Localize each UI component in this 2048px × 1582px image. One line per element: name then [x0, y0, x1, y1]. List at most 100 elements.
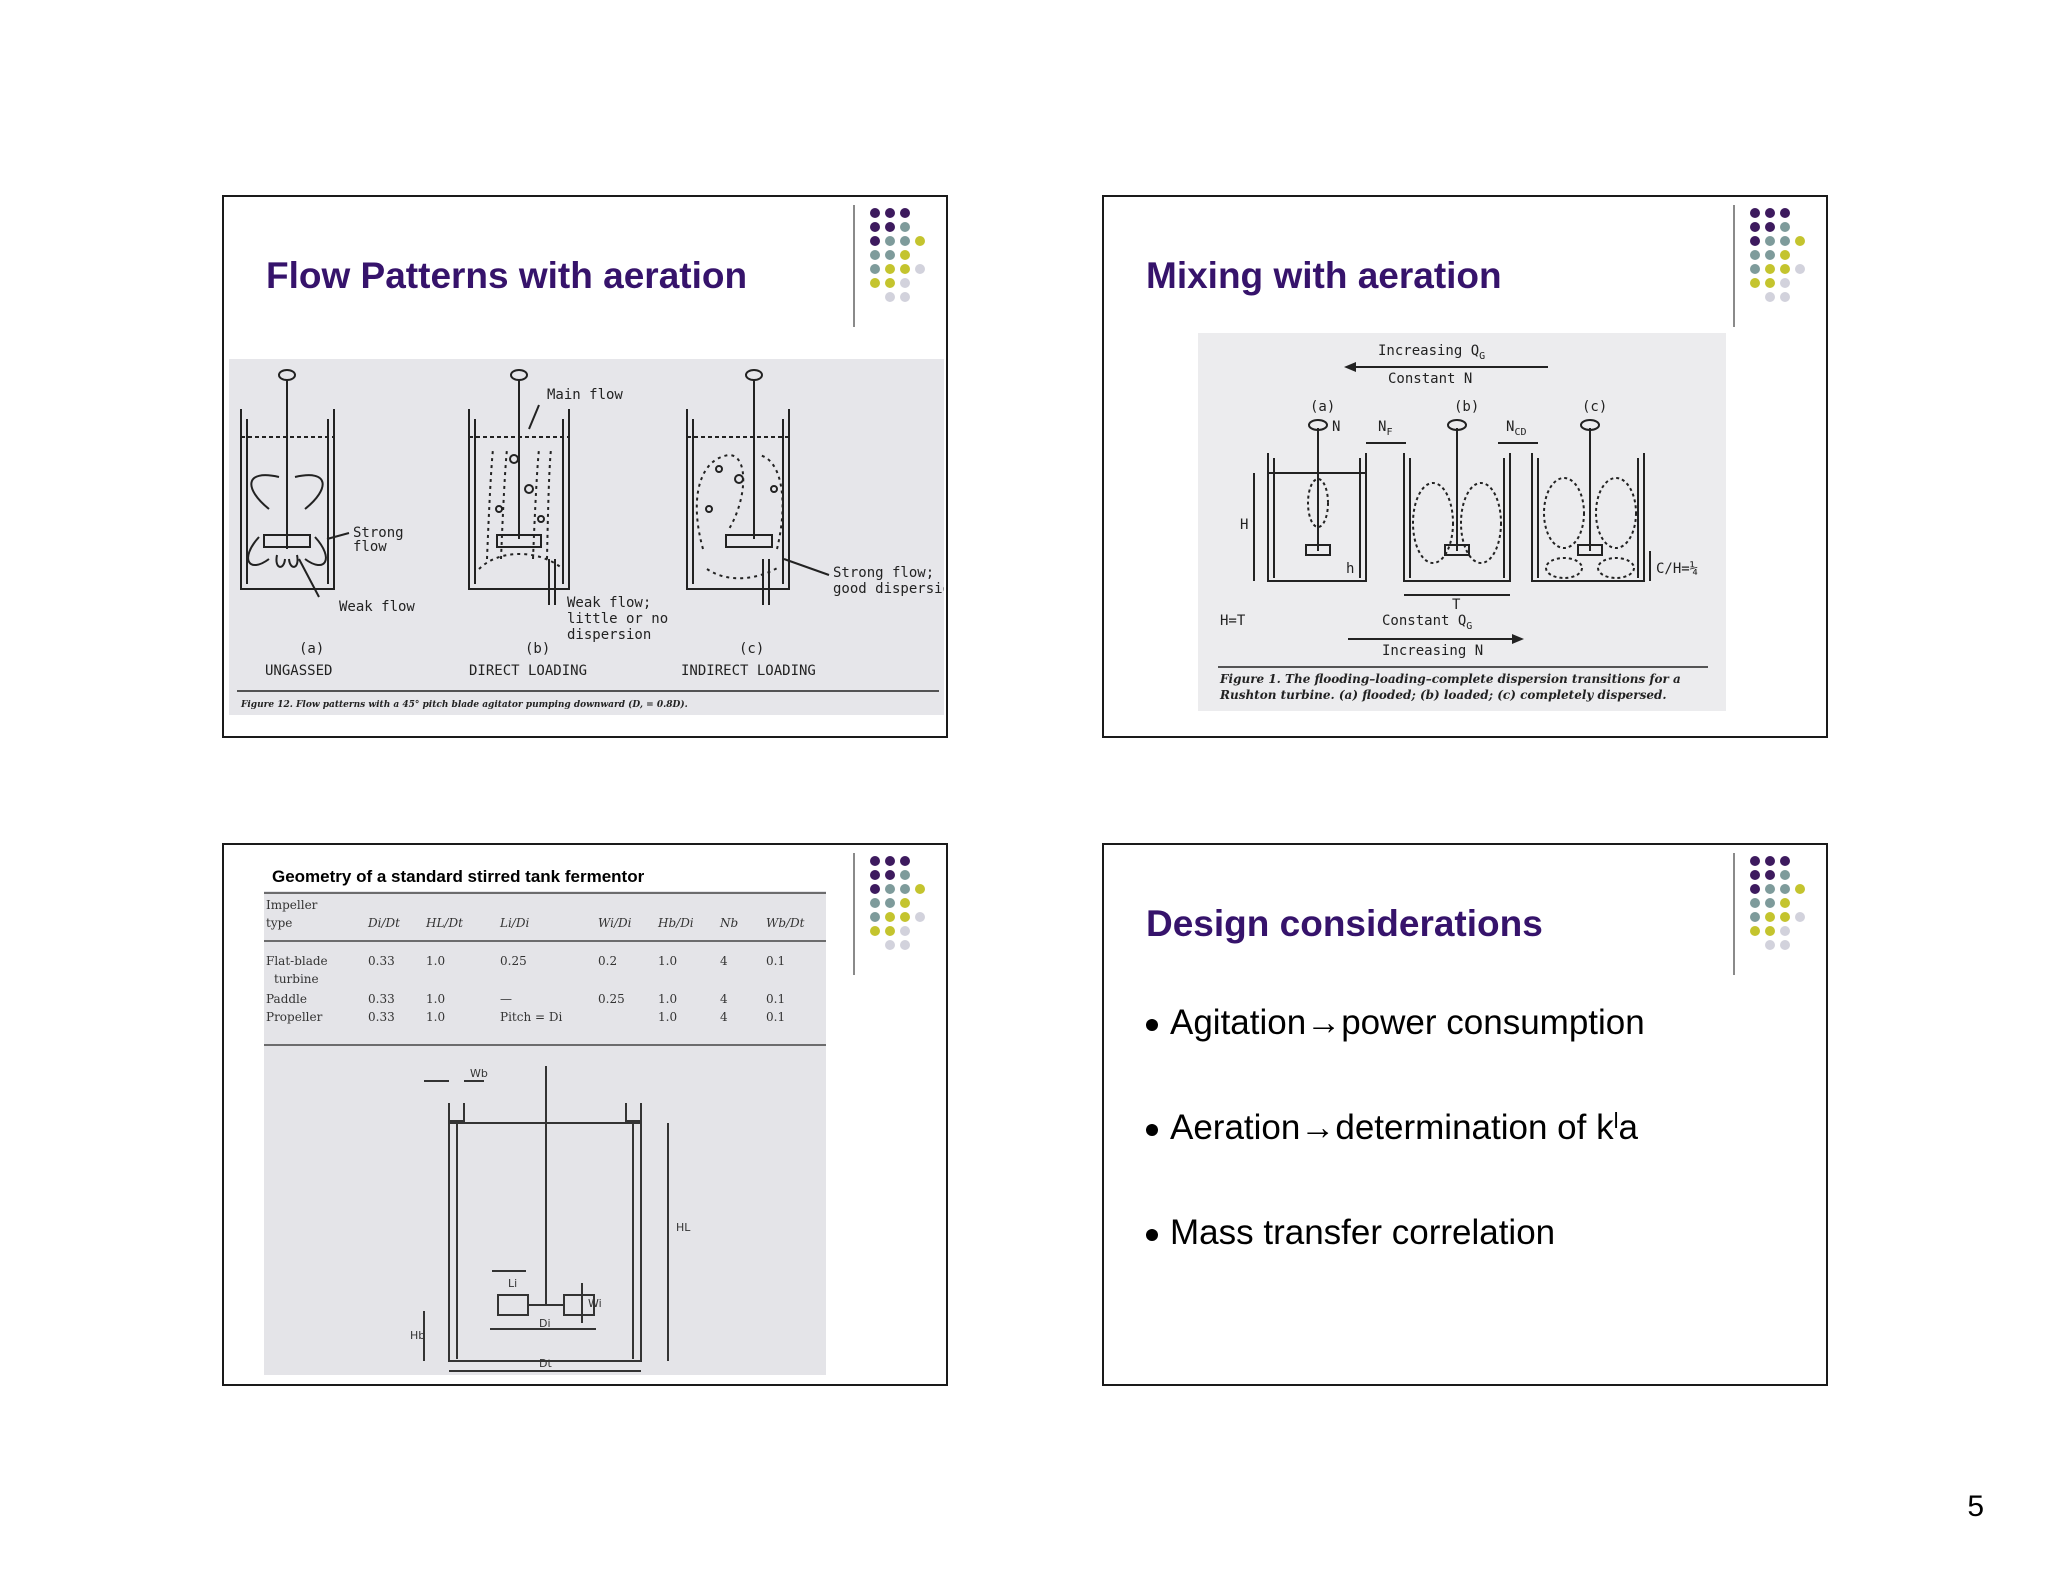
label-n: N: [1332, 419, 1340, 435]
decorative-dot: [900, 898, 910, 908]
decorative-dot: [885, 208, 895, 218]
decorative-dot: [1765, 208, 1775, 218]
label-h-small: h: [1346, 561, 1354, 577]
divider-line: [1733, 853, 1735, 975]
decorative-dot: [1765, 898, 1775, 908]
slide-title: Mixing with aeration: [1146, 255, 1502, 296]
decorative-dot: [870, 222, 880, 232]
decorative-dot: [885, 870, 895, 880]
table-header-cell: Impeller: [266, 898, 318, 912]
decorative-dot: [1780, 208, 1790, 218]
decorative-dot: [870, 884, 880, 894]
decorative-dot: [900, 222, 910, 232]
divider-line: [853, 205, 855, 327]
decorative-dot: [1780, 884, 1790, 894]
decorative-dot: [1750, 856, 1760, 866]
decorative-dot: [1765, 926, 1775, 936]
label-weak-flow-b2: little or no: [567, 611, 668, 627]
label-c: (c): [1582, 399, 1607, 415]
label-a: (a): [1310, 399, 1335, 415]
bullet-text: Agitation: [1170, 1003, 1307, 1042]
decorative-dot: [885, 222, 895, 232]
page-number: 5: [1967, 1490, 1984, 1523]
diagram-label: Dt: [539, 1357, 552, 1370]
decorative-dot: [885, 264, 895, 274]
bullet-item: Agitation→ power consumption: [1146, 1003, 1645, 1108]
decorative-dot: [900, 292, 910, 302]
decorative-dot: [1780, 278, 1790, 288]
label-constant-qg: Constant QG: [1382, 613, 1472, 632]
table-cell: 0.25: [598, 992, 625, 1006]
label-a: (a): [299, 641, 324, 657]
table-cell: 0.25: [500, 954, 527, 968]
decorative-dot: [885, 898, 895, 908]
label-ncd: NCD: [1506, 419, 1526, 438]
decorative-dot: [1765, 870, 1775, 880]
decorative-dot: [1780, 870, 1790, 880]
decorative-dot: [900, 940, 910, 950]
decorative-dot: [870, 236, 880, 246]
label-c: (c): [739, 641, 764, 657]
decorative-dot: [900, 208, 910, 218]
figure-caption-line2: Rushton turbine. (a) flooded; (b) loaded…: [1219, 688, 1667, 702]
decorative-dot: [885, 884, 895, 894]
decorative-dot: [1750, 912, 1760, 922]
decorative-dot: [915, 236, 925, 246]
label-c-over-h: C/H=¼: [1656, 561, 1698, 577]
decorative-dot: [1750, 898, 1760, 908]
decorative-dot: [870, 926, 880, 936]
decorative-dot: [1780, 292, 1790, 302]
table-header-cell: Hb/Di: [657, 916, 694, 930]
decorative-dot: [1780, 926, 1790, 936]
decorative-dot: [900, 250, 910, 260]
table-cell: 0.33: [368, 1010, 395, 1024]
slide-mixing-aeration: Mixing with aeration Increasing QG Const…: [1102, 195, 1828, 738]
decorative-dot: [870, 856, 880, 866]
label-ungassed: UNGASSED: [265, 663, 332, 679]
decorative-dot: [1780, 236, 1790, 246]
label-increasing-qg: Increasing QG: [1378, 343, 1485, 362]
diagram-label: Wi: [588, 1297, 602, 1310]
label-increasing-n: Increasing N: [1382, 643, 1483, 659]
decorative-dot: [885, 856, 895, 866]
label-main-flow: Main flow: [547, 387, 623, 403]
decorative-dot: [885, 278, 895, 288]
table-cell: 1.0: [426, 954, 445, 968]
slide-title: Flow Patterns with aeration: [266, 255, 748, 296]
decorative-dot: [1780, 264, 1790, 274]
decorative-dot: [1765, 236, 1775, 246]
table-cell: Paddle: [266, 992, 307, 1006]
label-weak-flow-b1: Weak flow;: [567, 595, 651, 611]
label-nf: NF: [1378, 419, 1392, 438]
bullet-item: Mass transfer correlation: [1146, 1213, 1645, 1318]
bullet-subscript: l: [1613, 1108, 1619, 1133]
label-indirect-loading: INDIRECT LOADING: [681, 663, 816, 679]
figure-caption-line1: Figure 1. The flooding–loading–complete …: [1219, 672, 1681, 686]
decorative-dot: [885, 926, 895, 936]
decorative-dot: [870, 912, 880, 922]
label-strong-flow-c1: Strong flow;: [833, 565, 934, 581]
table-header-cell: Li/Di: [499, 916, 529, 930]
decorative-dot: [1750, 208, 1760, 218]
decorative-dot: [1795, 236, 1805, 246]
decorative-dot: [1765, 222, 1775, 232]
flow-pattern-figure: Strong flow Weak flow (a) UNGASSED: [229, 359, 944, 715]
decorative-dot: [1765, 912, 1775, 922]
decorative-dot: [1750, 250, 1760, 260]
decorative-dot-grid-icon: [870, 856, 925, 950]
table-cell: Flat-blade: [266, 954, 328, 968]
table-header-cell: Wi/Di: [598, 916, 632, 930]
decorative-dot: [1780, 898, 1790, 908]
label-h: H: [1240, 517, 1248, 533]
decorative-dot-grid-icon: [1750, 208, 1805, 302]
label-weak-flow: Weak flow: [339, 599, 415, 615]
table-header-cell: HL/Dt: [425, 916, 463, 930]
table-cell: 0.33: [368, 992, 395, 1006]
decorative-dot: [900, 278, 910, 288]
table-cell: 1.0: [658, 1010, 677, 1024]
label-weak-flow-b3: dispersion: [567, 627, 651, 643]
decorative-dot: [915, 884, 925, 894]
diagram-label: Di: [539, 1317, 551, 1330]
